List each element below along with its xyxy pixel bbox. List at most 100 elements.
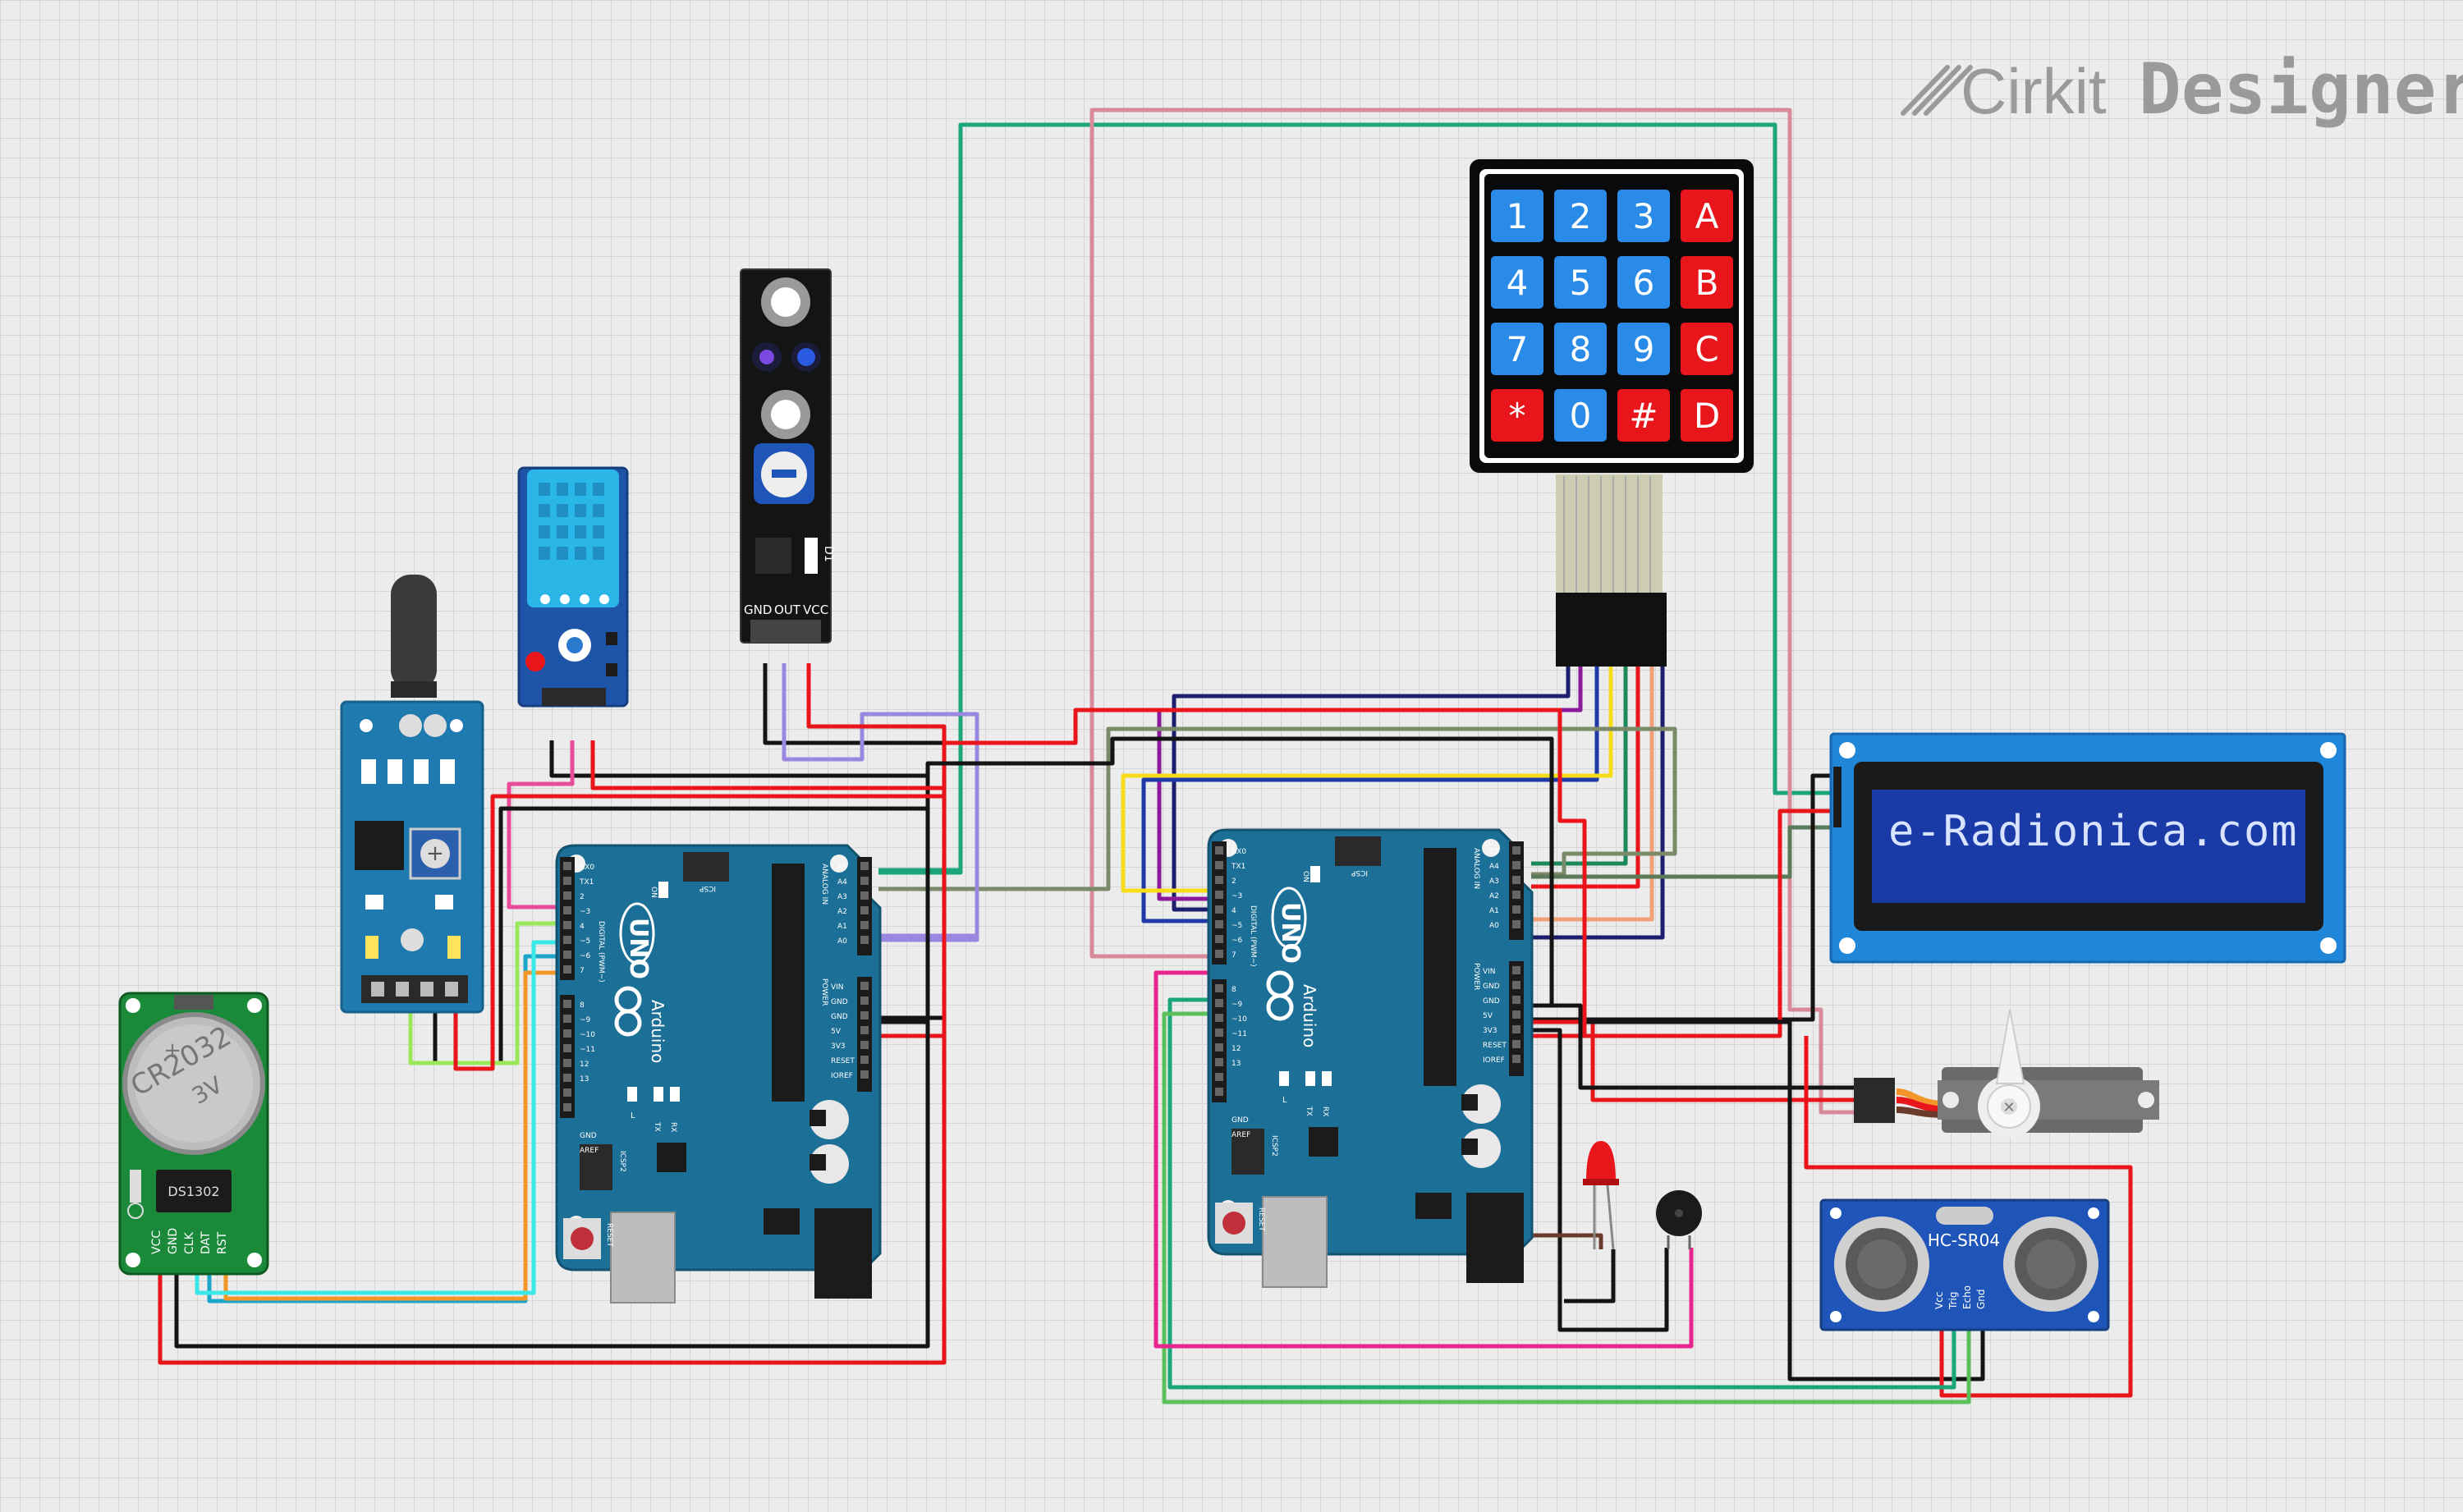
wire-lgreen-vib[interactable] [408, 921, 557, 1065]
wire-black-lcd[interactable] [1531, 773, 1839, 1022]
keypad-key-8[interactable] [1489, 321, 1545, 377]
power-pin-label: VIN [1483, 968, 1496, 976]
wire-black-servo[interactable] [1531, 1003, 1864, 1090]
digital-pin-label: ~10 [1232, 1015, 1247, 1024]
reset-button-cap[interactable] [571, 1227, 594, 1250]
keypad-key-12[interactable] [1489, 387, 1545, 443]
wire-blue-keypad[interactable] [1141, 663, 1599, 923]
digital-pin-label: TX1 [1231, 863, 1245, 871]
analog-pin-label: A5 [1489, 848, 1499, 856]
wire-teal-top[interactable] [878, 122, 1839, 875]
ultrasonic-label: HC-SR04 [1928, 1230, 2000, 1250]
keypad-key-label: 5 [1570, 263, 1592, 303]
wire-black-led[interactable] [1564, 1249, 1616, 1304]
power-pin-label: RESET [831, 1057, 855, 1065]
wire-navy2-keypad[interactable] [1531, 663, 1665, 940]
power-pin-label: GND [1483, 997, 1500, 1006]
wire-red-keypad[interactable] [1531, 663, 1640, 889]
wire-black-dht[interactable] [549, 740, 930, 1022]
wire-red-vib[interactable] [453, 794, 944, 1071]
dht11-module[interactable] [517, 466, 629, 708]
keypad-key-label: 2 [1570, 196, 1592, 236]
wire-navy-keypad[interactable] [1172, 663, 1571, 912]
wire-black-rtc[interactable] [174, 1022, 930, 1349]
wire-magenta-buzzer[interactable] [1154, 970, 1694, 1349]
keypad-key-15[interactable] [1679, 387, 1735, 443]
wire-cyan-rtc[interactable] [195, 940, 557, 1295]
ds1302-chip [156, 1170, 232, 1212]
keypad-key-5[interactable] [1553, 254, 1608, 310]
tx-label: TX [1305, 1106, 1313, 1116]
red-led[interactable] [1583, 1141, 1619, 1250]
keypad-key-3[interactable] [1679, 188, 1735, 244]
us-pin-vcc: Vcc [1933, 1292, 1945, 1309]
keypad-key-10[interactable] [1616, 321, 1672, 377]
wire-red-lcd[interactable] [1531, 809, 1839, 1038]
piezo-buzzer[interactable] [1656, 1190, 1702, 1249]
keypad-key-label: D [1694, 396, 1720, 436]
wire-red-rtc[interactable] [158, 1036, 947, 1365]
wire-black-ultra[interactable] [1580, 1019, 1985, 1381]
wire-red-servo[interactable] [1531, 1019, 1864, 1102]
wire-green-ultra[interactable] [1167, 997, 1956, 1390]
keypad-key-2[interactable] [1616, 188, 1672, 244]
keypad-key-11[interactable] [1679, 321, 1735, 377]
digital-pin-label: 8 [580, 1001, 585, 1010]
wire-salmon-keypad[interactable] [1531, 663, 1654, 922]
wire-orange-rtc[interactable] [223, 970, 557, 1301]
wire-teal-rtc[interactable] [207, 954, 557, 1304]
lcd-16x2[interactable]: e-Radionica.com [1829, 732, 2346, 964]
keypad-key-label: 0 [1570, 396, 1592, 436]
digital-pin-label: 2 [580, 893, 585, 901]
board-brand: Arduino [1300, 984, 1319, 1047]
wire-graygreen[interactable] [878, 726, 1677, 891]
reset-button-cap[interactable] [1222, 1212, 1245, 1235]
keypad-key-4[interactable] [1489, 254, 1545, 310]
rtc-pin-vcc: VCC [150, 1230, 163, 1254]
power-pin-label: GND [831, 998, 848, 1006]
wire-red-dht[interactable] [590, 740, 944, 790]
analog-pin-label: A5 [837, 864, 847, 872]
chip-label: DS1302 [167, 1184, 219, 1199]
l-label: L [631, 1111, 635, 1120]
ultrasonic-sensor[interactable]: HC-SR04 Vcc Trig Echo Gnd [1819, 1198, 2110, 1331]
keypad-key-6[interactable] [1616, 254, 1672, 310]
wire-pink-top[interactable] [1089, 108, 1872, 1115]
keypad-key-7[interactable] [1679, 254, 1735, 310]
power-pin-label: 3V3 [831, 1042, 846, 1051]
keypad-key-9[interactable] [1553, 321, 1608, 377]
power-jack [1466, 1193, 1524, 1283]
tilt-sensor-module[interactable]: + [340, 575, 484, 1014]
icsp2-header [580, 1144, 612, 1190]
ir-pin-out: OUT [774, 603, 801, 617]
l-label: L [1282, 1096, 1287, 1105]
wire-purple-ir[interactable] [782, 663, 979, 942]
wire-pink-dht[interactable] [507, 740, 575, 909]
wire-yellow-keypad[interactable] [1121, 663, 1613, 893]
keypad-key-label: 7 [1507, 329, 1529, 369]
uno-oval [619, 902, 655, 964]
keypad-key-13[interactable] [1553, 387, 1608, 443]
analog-pin-label: A4 [1489, 863, 1499, 871]
wire-black-buzzer[interactable] [1531, 1028, 1669, 1332]
power-pin-label: RESET [1483, 1042, 1507, 1050]
keypad-key-14[interactable] [1616, 387, 1672, 443]
servo-motor[interactable]: ✕ [1854, 1009, 2159, 1138]
voltage-regulator [1415, 1193, 1452, 1219]
rtc-pin-dat: DAT [200, 1231, 213, 1254]
rtc-pin-gnd: GND [167, 1228, 180, 1254]
wire-lgreen-ultra[interactable] [1162, 1011, 1971, 1404]
rtc-module[interactable]: CR2032 3V + DS1302 VCC GND CLK DAT RST [118, 992, 269, 1276]
digital-section-label: DIGITAL (PWM~) [597, 921, 605, 983]
ir-sensor-module[interactable]: D1 GND OUT VCC [740, 268, 835, 644]
keypad-key-1[interactable] [1553, 188, 1608, 244]
atmega-chip [772, 864, 805, 1102]
wire-red-ultra[interactable] [1804, 1036, 2133, 1398]
digital-pin-label: RX0 [1232, 848, 1246, 856]
rtc-pin-rst: RST [216, 1231, 229, 1254]
wire-red-long[interactable] [878, 708, 1587, 1038]
keypad-key-0[interactable] [1489, 188, 1545, 244]
